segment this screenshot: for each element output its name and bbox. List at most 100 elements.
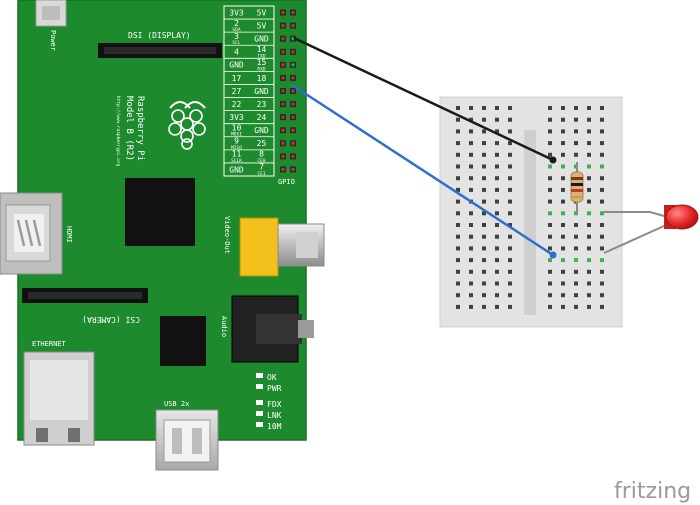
gpio-pin-hole	[281, 11, 285, 15]
breadboard-hole	[548, 176, 552, 181]
breadboard-hole	[508, 211, 512, 216]
breadboard-hole	[482, 211, 486, 216]
breadboard-hole	[561, 304, 565, 309]
breadboard-hole	[587, 152, 591, 157]
breadboard-hole	[508, 199, 512, 204]
model-line-2: Model B (R2)	[124, 96, 134, 161]
gpio-pins	[280, 9, 296, 173]
gpio-pin-label: 3	[234, 32, 239, 41]
breadboard-hole	[548, 152, 552, 157]
status-leds: OK PWR FDX LNK 10M	[256, 373, 282, 431]
breadboard-hole	[456, 176, 460, 181]
breadboard-hole	[561, 293, 565, 298]
gpio-pin-label: 14	[257, 45, 267, 54]
breadboard-hole	[495, 141, 499, 146]
gpio-pin-hole	[291, 102, 295, 106]
breadboard-hole	[508, 106, 512, 110]
breadboard-hole	[482, 129, 486, 134]
csi-connector: CSI (CAMERA)	[22, 288, 148, 324]
breadboard-hole	[561, 106, 565, 110]
breadboard-hole	[469, 234, 473, 239]
resistor	[570, 162, 584, 214]
dsi-label: DSI (DISPLAY)	[128, 31, 191, 40]
breadboard-hole	[600, 234, 604, 239]
gpio-pin-hole	[291, 128, 295, 132]
breadboard-hole	[561, 199, 565, 204]
breadboard-hole	[561, 223, 565, 227]
breadboard-hole	[587, 258, 591, 263]
breadboard-hole	[587, 293, 591, 298]
breadboard-hole	[561, 117, 565, 122]
gnd-wire	[293, 36, 554, 162]
breadboard-hole	[587, 211, 591, 216]
gpio-pin-hole	[281, 37, 285, 41]
breadboard-hole	[482, 117, 486, 122]
gpio-pin-label: GND	[254, 126, 269, 135]
video-out-label: Video-Out	[223, 216, 231, 254]
breadboard-hole	[600, 269, 604, 274]
breadboard-hole	[600, 117, 604, 122]
gpio-pin-sublabel: SCLK	[231, 158, 242, 164]
breadboard-hole	[600, 152, 604, 157]
audio-label: Audio	[220, 316, 228, 337]
breadboard-hole	[469, 246, 473, 251]
gpio-pin-sublabel: CE1	[257, 171, 265, 177]
breadboard-hole	[482, 246, 486, 251]
gpio-pin-sublabel: MOSI	[231, 132, 242, 138]
breadboard-hole	[548, 141, 552, 146]
breadboard-hole	[482, 304, 486, 309]
breadboard-hole	[561, 269, 565, 274]
gpio-pin-hole	[291, 167, 295, 171]
breadboard-hole	[548, 304, 552, 309]
gpio-pin-sublabel: RXD	[257, 66, 265, 72]
breadboard-hole	[482, 164, 486, 169]
breadboard-hole	[561, 141, 565, 146]
breadboard-hole	[482, 234, 486, 239]
gpio-pin-sublabel: CE0	[257, 158, 265, 164]
breadboard-hole	[574, 141, 578, 146]
breadboard-hole	[456, 269, 460, 274]
breadboard-hole	[456, 258, 460, 263]
gpio-pin-label: 3V3	[229, 113, 244, 122]
breadboard-hole	[495, 152, 499, 157]
breadboard-hole	[548, 223, 552, 227]
breadboard-hole	[561, 176, 565, 181]
led-label-lnk: LNK	[267, 411, 282, 420]
gpio-pin-hole	[281, 115, 285, 119]
breadboard-hole	[495, 234, 499, 239]
breadboard-hole	[456, 164, 460, 169]
breadboard-hole	[508, 129, 512, 134]
breadboard-hole	[561, 211, 565, 216]
breadboard-hole	[587, 141, 591, 146]
gpio-pin-hole	[291, 141, 295, 145]
gpio-pin-label: 25	[257, 139, 267, 148]
breadboard-hole	[495, 281, 499, 286]
led-label-10m: 10M	[267, 422, 282, 431]
gpio-pin-hole	[281, 167, 285, 171]
breadboard-hole	[548, 199, 552, 204]
usb-ports: USB 2x	[155, 400, 219, 471]
breadboard-hole	[561, 164, 565, 169]
gpio18-wire	[291, 83, 554, 257]
breadboard-hole	[587, 246, 591, 251]
hdmi-port: HDMI	[0, 192, 73, 275]
gpio-pin-sublabel: SDA	[232, 27, 240, 33]
breadboard-hole	[587, 117, 591, 122]
breadboard-hole	[548, 293, 552, 298]
breadboard-hole	[482, 293, 486, 298]
breadboard-hole	[600, 223, 604, 227]
breadboard-hole	[600, 187, 604, 192]
breadboard-hole	[456, 246, 460, 251]
breadboard-hole	[574, 117, 578, 122]
breadboard-hole	[574, 129, 578, 134]
gpio-pin-label: 18	[257, 74, 267, 83]
breadboard-hole	[548, 117, 552, 122]
gpio-pin-hole	[291, 115, 295, 119]
breadboard-hole	[587, 223, 591, 227]
breadboard-hole	[508, 187, 512, 192]
ethernet-label: ETHERNET	[32, 340, 67, 348]
breadboard-hole	[469, 269, 473, 274]
led-label-fdx: FDX	[267, 400, 282, 409]
breadboard-hole	[482, 106, 486, 110]
breadboard-hole	[587, 106, 591, 110]
